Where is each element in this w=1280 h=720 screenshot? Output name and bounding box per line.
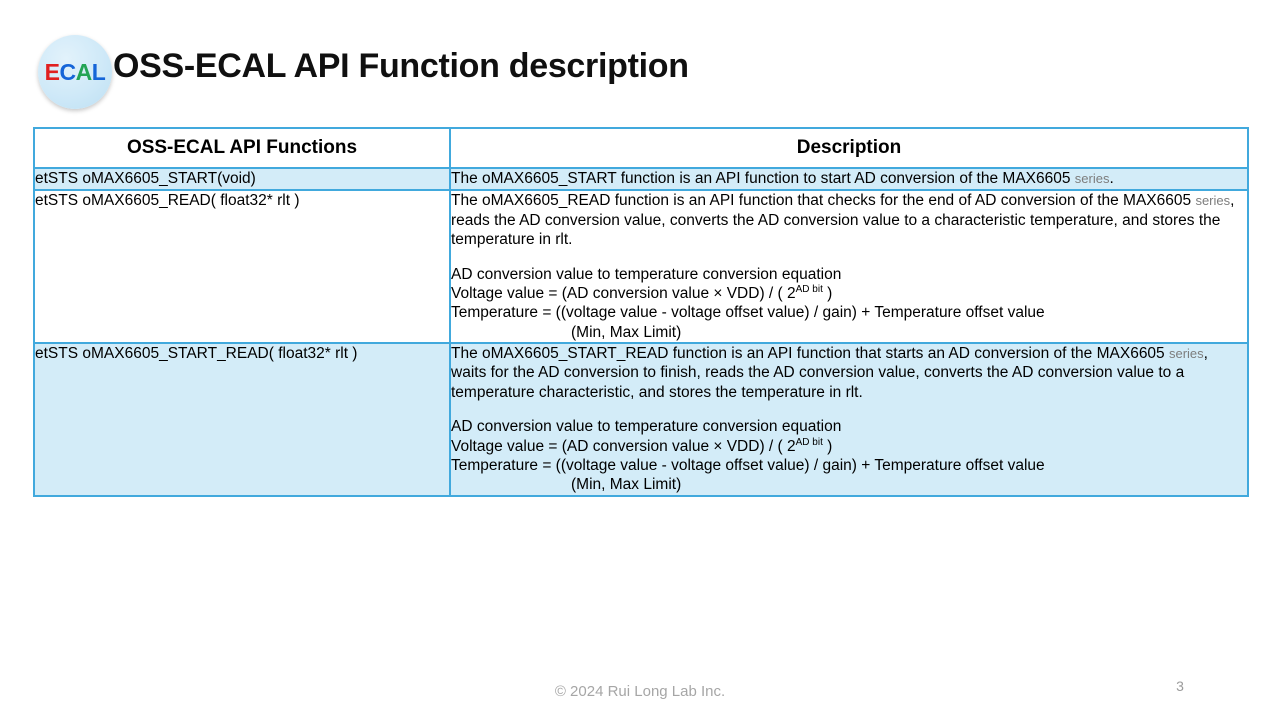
equation-voltage: Voltage value = (AD conversion value × V…: [451, 437, 1247, 456]
equation-voltage-superscript: AD bit: [795, 283, 823, 295]
page-title: OSS-ECAL API Function description: [113, 47, 689, 85]
description-lead-text: The oMAX6605_START_READ function is an A…: [451, 345, 1169, 363]
function-description: The oMAX6605_START_READ function is an A…: [449, 342, 1249, 497]
equation-voltage-suffix: ): [822, 284, 833, 302]
equation-voltage-prefix: Voltage value = (AD conversion value × V…: [451, 284, 796, 302]
table-row: etSTS oMAX6605_START(void) The oMAX6605_…: [33, 166, 1249, 192]
equation-temperature: Temperature = ((voltage value - voltage …: [451, 304, 1045, 322]
slide-header: ECAL OSS-ECAL API Function description: [0, 0, 1280, 120]
description-paragraph: The oMAX6605_START function is an API fu…: [451, 169, 1247, 188]
equation-limit: (Min, Max Limit): [571, 323, 682, 341]
equation-limit-wrap: (Min, Max Limit): [451, 475, 1247, 494]
description-tail-text: .: [1109, 170, 1114, 187]
logo-letter-c: C: [59, 58, 77, 85]
paragraph-spacer: [451, 250, 1247, 265]
footer-copyright: © 2024 Rui Long Lab Inc.: [554, 683, 726, 700]
equation-limit-wrap: (Min, Max Limit): [451, 323, 1247, 342]
equation-voltage-prefix: Voltage value = (AD conversion value × V…: [451, 437, 796, 455]
equation-temperature: Temperature = ((voltage value - voltage …: [451, 456, 1045, 474]
logo-letter-e: E: [44, 58, 60, 85]
ecal-logo: ECAL: [38, 35, 112, 109]
function-description: The oMAX6605_START function is an API fu…: [449, 166, 1249, 192]
column-header-description: Description: [449, 127, 1249, 169]
logo-letter-a: A: [75, 58, 93, 85]
equation-title: AD conversion value to temperature conve…: [451, 265, 842, 283]
description-tail-text: , waits for the AD conversion to finish,…: [451, 345, 1208, 401]
table-row: etSTS oMAX6605_START_READ( float32* rlt …: [33, 342, 1249, 497]
description-tail-text: , reads the AD conversion value, convert…: [451, 192, 1235, 249]
function-description: The oMAX6605_READ function is an API fun…: [449, 189, 1249, 345]
equation-voltage-suffix: ): [822, 437, 833, 455]
function-signature: etSTS oMAX6605_START_READ( float32* rlt …: [33, 342, 451, 497]
function-signature: etSTS oMAX6605_START(void): [33, 166, 451, 192]
description-paragraph: The oMAX6605_READ function is an API fun…: [451, 191, 1247, 249]
description-lead-text: The oMAX6605_READ function is an API fun…: [451, 192, 1196, 210]
ecal-logo-text: ECAL: [44, 58, 106, 85]
equation-voltage-superscript: AD bit: [795, 436, 823, 448]
equation-title: AD conversion value to temperature conve…: [451, 418, 842, 436]
series-word: series: [1074, 171, 1110, 186]
table-row: etSTS oMAX6605_READ( float32* rlt ) The …: [33, 189, 1249, 345]
description-lead-text: The oMAX6605_START function is an API fu…: [451, 170, 1075, 187]
logo-letter-l: L: [91, 58, 106, 85]
table-header-row: OSS-ECAL API Functions Description: [33, 127, 1249, 169]
series-word: series: [1168, 346, 1204, 362]
api-function-table: OSS-ECAL API Functions Description etSTS…: [33, 127, 1249, 497]
footer-page-number: 3: [1176, 678, 1184, 694]
equation-limit: (Min, Max Limit): [571, 476, 682, 494]
equation-voltage: Voltage value = (AD conversion value × V…: [451, 284, 1247, 303]
description-paragraph: The oMAX6605_START_READ function is an A…: [451, 344, 1247, 402]
function-signature: etSTS oMAX6605_READ( float32* rlt ): [33, 189, 451, 345]
series-word: series: [1195, 193, 1231, 209]
paragraph-spacer: [451, 402, 1247, 417]
column-header-functions: OSS-ECAL API Functions: [33, 127, 451, 169]
